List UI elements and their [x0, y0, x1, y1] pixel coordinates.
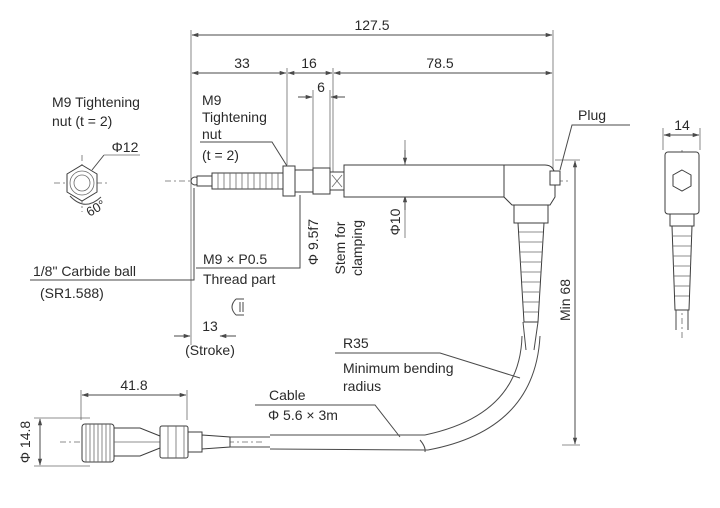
dim-41-8: 41.8 — [120, 377, 147, 393]
dim-phi9-5: Φ 9.5f7 — [305, 219, 321, 265]
plug-elbow — [503, 164, 556, 206]
label-bend-1: Minimum bending — [343, 360, 454, 376]
cable-boot-top — [513, 204, 549, 224]
label-thread-1: M9 × P0.5 — [203, 251, 267, 267]
dim-overall: 127.5 — [354, 17, 389, 33]
dim-60-deg: 60° — [83, 197, 108, 220]
label-r35: R35 — [343, 335, 369, 351]
label-m9-nut-left-1: M9 Tightening — [52, 94, 140, 110]
label-thread-2: Thread part — [203, 271, 275, 287]
cable-bend — [419, 335, 541, 453]
side-view — [664, 151, 700, 330]
dim-16: 16 — [301, 55, 317, 71]
cable-connector — [81, 423, 429, 463]
probe-tip — [196, 175, 213, 187]
label-carbide-ball: 1/8" Carbide ball — [33, 263, 136, 279]
dim-phi14-8: Φ 14.8 — [17, 421, 33, 464]
tightening-nut — [282, 165, 296, 197]
label-sr: (SR1.588) — [40, 285, 104, 301]
dimension-lines — [34, 32, 700, 467]
label-m9-nut-left-2: nut (t = 2) — [52, 113, 112, 129]
thread-part — [294, 169, 314, 193]
cable-boot — [517, 222, 545, 323]
label-m9-nut-mid-4: (t = 2) — [202, 147, 239, 163]
nut-detail — [66, 154, 140, 205]
label-bend-2: radius — [343, 378, 381, 394]
sensor-body — [190, 164, 561, 351]
label-m9-nut-mid-1: M9 — [202, 92, 222, 108]
label-cable-2: Φ 5.6 × 3m — [268, 407, 338, 423]
plug — [549, 170, 561, 186]
label-m9-nut-mid-3: nut — [202, 126, 222, 142]
dim-min68: Min 68 — [557, 279, 573, 321]
dim-stroke: 13 — [202, 318, 218, 334]
dim-33: 33 — [234, 55, 250, 71]
extension-lines — [190, 30, 701, 446]
dim-78-5: 78.5 — [426, 55, 453, 71]
dim-14: 14 — [674, 117, 690, 133]
label-plug: Plug — [578, 107, 606, 123]
clamp-section — [312, 167, 331, 195]
stem-for-clamping — [343, 164, 505, 198]
label-m9-nut-mid-2: Tightening — [202, 109, 267, 125]
dim-phi10: Φ10 — [387, 208, 403, 235]
label-stem-1: Stem for — [332, 221, 348, 274]
dim-stroke-label: (Stroke) — [185, 342, 235, 358]
stroke-symbol — [231, 298, 244, 316]
leader-lines — [30, 124, 630, 438]
dim-6: 6 — [317, 79, 325, 95]
label-stem-2: clamping — [349, 220, 365, 276]
dim-phi12: Φ12 — [112, 139, 139, 155]
label-cable-1: Cable — [269, 387, 306, 403]
